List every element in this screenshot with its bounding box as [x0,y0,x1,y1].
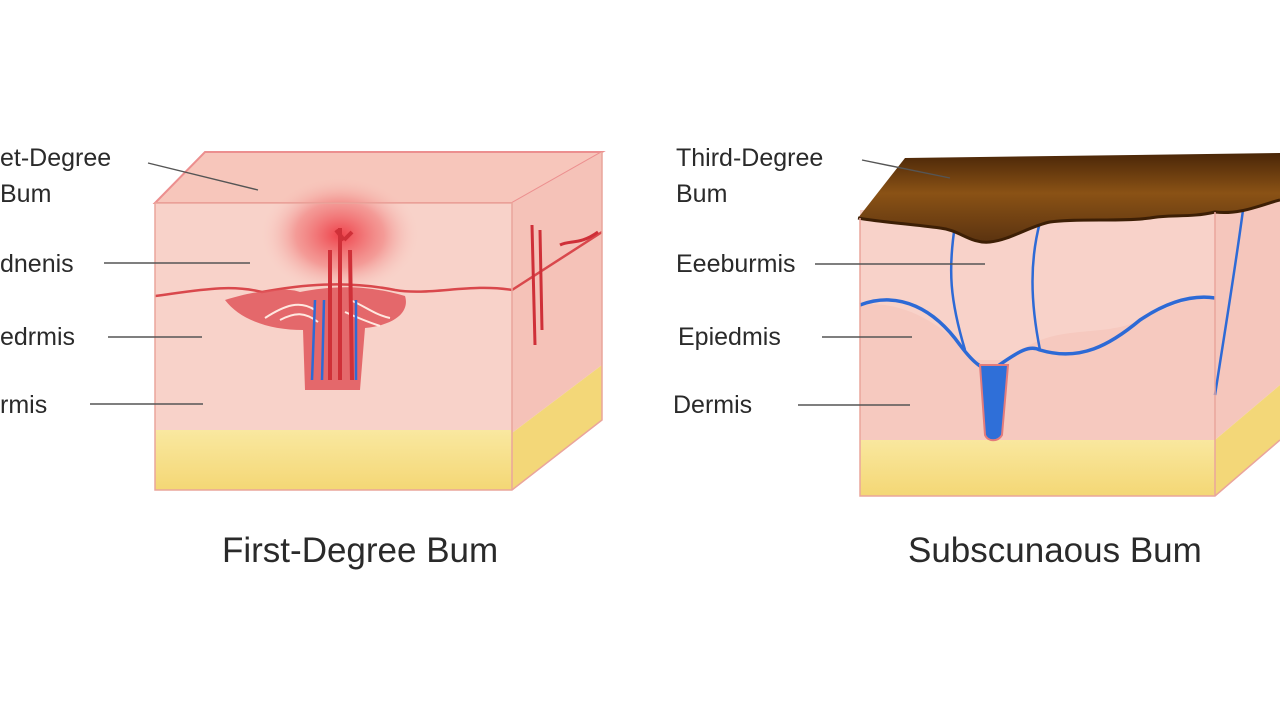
left-fat-layer [155,430,512,490]
right-fat-side [1215,385,1280,496]
right-layer-3-label: Dermis [673,391,753,419]
right-layer-2-label: Epiedmis [678,323,781,351]
blue-vessel-network [859,295,1216,371]
right-top-label: Third-Degree Bum [676,140,823,212]
left-layer-3-label: rmis [0,391,48,419]
left-top-label-line1: et-Degree [0,144,112,172]
right-dermis-band [860,297,1215,440]
right-top-label-line2: Bum [676,180,728,208]
right-top-label-line1: Third-Degree [676,144,824,172]
right-caption: Subscunaous Bum [908,531,1202,570]
charred-eschar [858,153,1280,243]
tissue-fibers [264,299,391,327]
right-block-outline [859,212,1280,497]
left-top-label: et-Degree Bum [0,140,111,212]
leader-line-top-right [861,159,951,179]
left-leader-lines [90,162,259,405]
right-skin-block [857,153,1280,497]
right-layer-1-label: Eeeburmis [676,250,796,278]
burn-wound-pocket [225,287,406,390]
left-block-outline [154,152,603,491]
vessel-branches [949,209,1245,396]
left-caption: First-Degree Bum [222,531,499,570]
left-side-face [512,152,602,433]
deep-vessel [978,364,1010,442]
right-fat-layer [860,438,1215,496]
right-side-face [1215,165,1280,440]
side-vessel [530,224,599,346]
right-leader-lines [798,159,985,406]
left-top-label-line2: Bum [0,180,52,208]
left-skin-block [152,151,606,491]
capillary-red [328,228,354,381]
capillary-blue [310,299,358,381]
left-layer-1-label: dnenis [0,250,74,278]
leader-line-top [147,162,259,191]
left-fat-side [512,365,602,490]
left-layer-2-label: edrmis [0,323,76,351]
